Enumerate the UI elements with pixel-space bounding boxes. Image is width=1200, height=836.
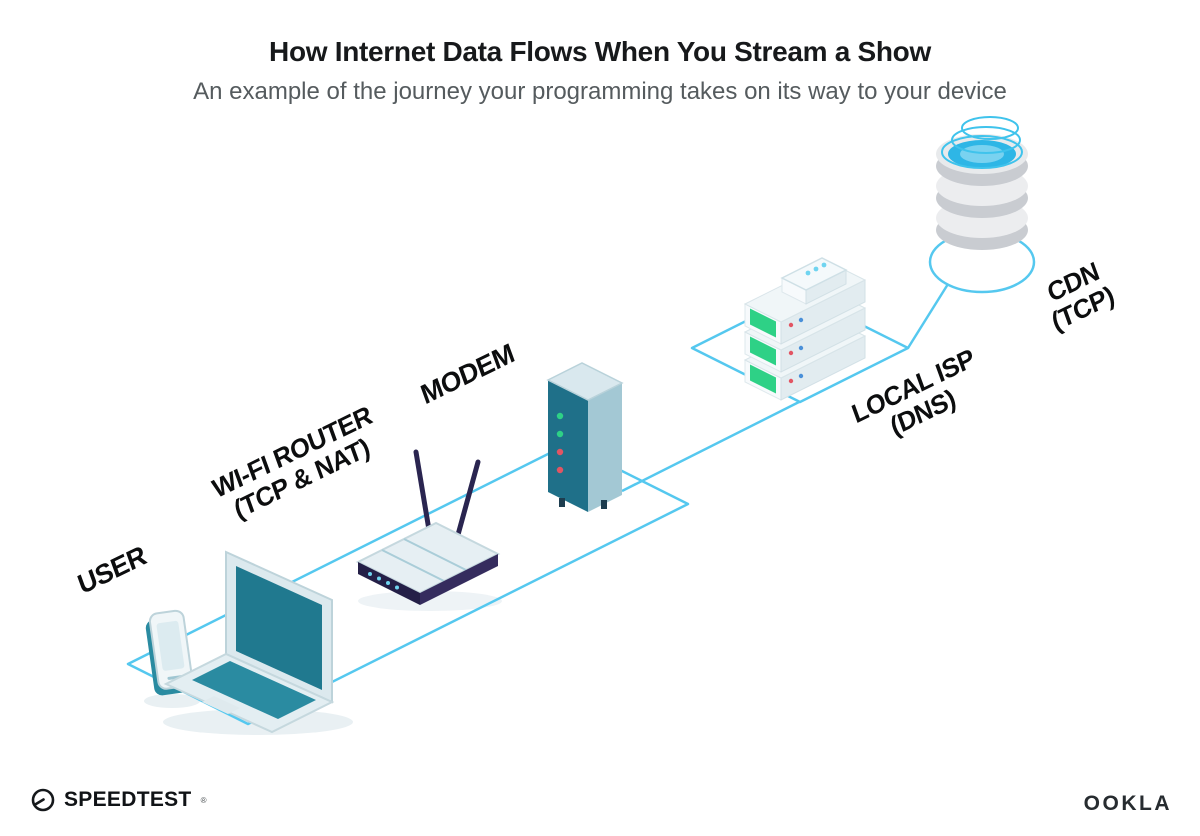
modem-isp-line (621, 400, 800, 493)
ookla-logo: OOKLA (1084, 792, 1172, 816)
isp-cdn-line (906, 283, 950, 349)
isp-top-unit (780, 257, 848, 305)
registered-trademark-mark: ® (200, 795, 207, 805)
ookla-wordmark: OOKLA (1083, 792, 1172, 815)
speedtest-logo: SPEEDTEST ® (30, 787, 206, 813)
wifi-router-icon (355, 449, 501, 605)
phone-icon (145, 609, 194, 696)
page-subtitle: An example of the journey your programmi… (193, 78, 1007, 105)
speedtest-gauge-icon (31, 788, 55, 812)
laptop-icon (163, 550, 335, 734)
page-title: How Internet Data Flows When You Stream … (269, 36, 931, 67)
isp-server-icon (743, 257, 867, 401)
modem-icon (546, 362, 624, 512)
cdn-database-icon (936, 116, 1028, 250)
speedtest-wordmark: SPEEDTEST (64, 788, 192, 811)
